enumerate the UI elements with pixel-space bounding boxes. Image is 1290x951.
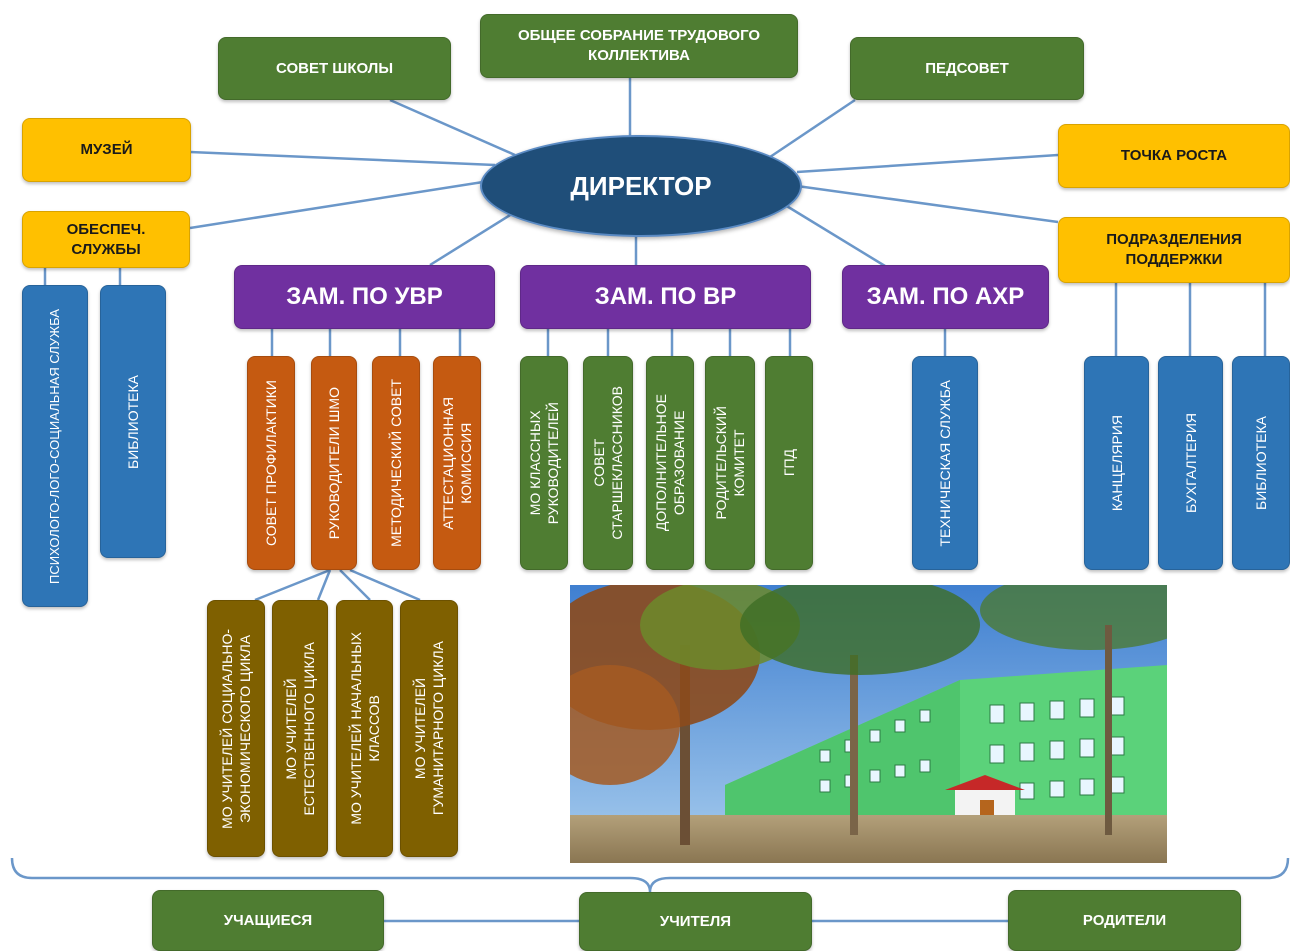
psych-service-box: ПСИХОЛОГО-ЛОГО-СОЦИАЛЬНАЯ СЛУЖБА: [22, 285, 88, 607]
connector-director-teachers-council: [769, 98, 856, 159]
connector-director-support-services: [189, 180, 484, 230]
director-label: ДИРЕКТОР: [570, 170, 712, 201]
vr-extended-day-group: ГПД: [765, 356, 813, 570]
support-services-box: ОБЕСПЕЧ. СЛУЖБЫ: [22, 211, 190, 268]
bottom-bracket: [10, 857, 1290, 893]
deputy-ahr-box: ЗАМ. ПО АХР: [842, 265, 1049, 329]
ahr-technical-service: ТЕХНИЧЕСКАЯ СЛУЖБА: [912, 356, 978, 570]
accounting-box: БУХГАЛТЕРИЯ: [1158, 356, 1223, 570]
vr-additional-education: ДОПОЛНИТЕЛЬНОЕ ОБРАЗОВАНИЕ: [646, 356, 694, 570]
vr-senior-students-council: СОВЕТ СТАРШЕКЛАССНИКОВ: [583, 356, 633, 570]
mo-socio-economic: МО УЧИТЕЛЕЙ СОЦИАЛЬНО- ЭКОНОМИЧЕСКОГО ЦИ…: [207, 600, 265, 857]
connector-director-ahr: [784, 203, 886, 268]
connector-director-school-council: [389, 98, 516, 157]
teachers-council-box: ПЕДСОВЕТ: [850, 37, 1084, 100]
museum-box: МУЗЕЙ: [22, 118, 191, 182]
vr-class-teachers-mo: МО КЛАССНЫХ РУКОВОДИТЕЛЕЙ: [520, 356, 568, 570]
library-box-left: БИБЛИОТЕКА: [100, 285, 166, 558]
connector-director-growth-point: [796, 153, 1059, 174]
uvr-prevention-council: СОВЕТ ПРОФИЛАКТИКИ: [247, 356, 295, 570]
students-box: УЧАЩИЕСЯ: [152, 890, 384, 951]
general-meeting-box: ОБЩЕЕ СОБРАНИЕ ТРУДОВОГО КОЛЛЕКТИВА: [480, 14, 798, 78]
teachers-box: УЧИТЕЛЯ: [579, 892, 812, 951]
uvr-shmo-heads: РУКОВОДИТЕЛИ ШМО: [311, 356, 357, 570]
uvr-methodical-council: МЕТОДИЧЕСКИЙ СОВЕТ: [372, 356, 420, 570]
mo-primary-classes: МО УЧИТЕЛЕЙ НАЧАЛЬНЫХ КЛАССОВ: [336, 600, 393, 857]
connector-director-support-divisions: [796, 184, 1059, 224]
connector-director-uvr: [429, 210, 516, 267]
support-divisions-box: ПОДРАЗДЕЛЕНИЯ ПОДДЕРЖКИ: [1058, 217, 1290, 283]
mo-humanities: МО УЧИТЕЛЕЙ ГУМАНИТАРНОГО ЦИКЛА: [400, 600, 458, 857]
library-box-right: БИБЛИОТЕКА: [1232, 356, 1290, 570]
uvr-attestation-commission: АТТЕСТАЦИОННАЯ КОМИССИЯ: [433, 356, 481, 570]
school-council-box: СОВЕТ ШКОЛЫ: [218, 37, 451, 100]
vr-parents-committee: РОДИТЕЛЬСКИЙ КОМИТЕТ: [705, 356, 755, 570]
growth-point-box: ТОЧКА РОСТА: [1058, 124, 1290, 188]
connector-director-museum: [189, 150, 496, 167]
director-node: ДИРЕКТОР: [480, 135, 802, 237]
school-building-photo: [570, 585, 1167, 863]
deputy-vr-box: ЗАМ. ПО ВР: [520, 265, 811, 329]
parents-box: РОДИТЕЛИ: [1008, 890, 1241, 951]
mo-natural-science: МО УЧИТЕЛЕЙ ЕСТЕСТВЕННОГО ЦИКЛА: [272, 600, 328, 857]
deputy-uvr-box: ЗАМ. ПО УВР: [234, 265, 495, 329]
office-box: КАНЦЕЛЯРИЯ: [1084, 356, 1149, 570]
